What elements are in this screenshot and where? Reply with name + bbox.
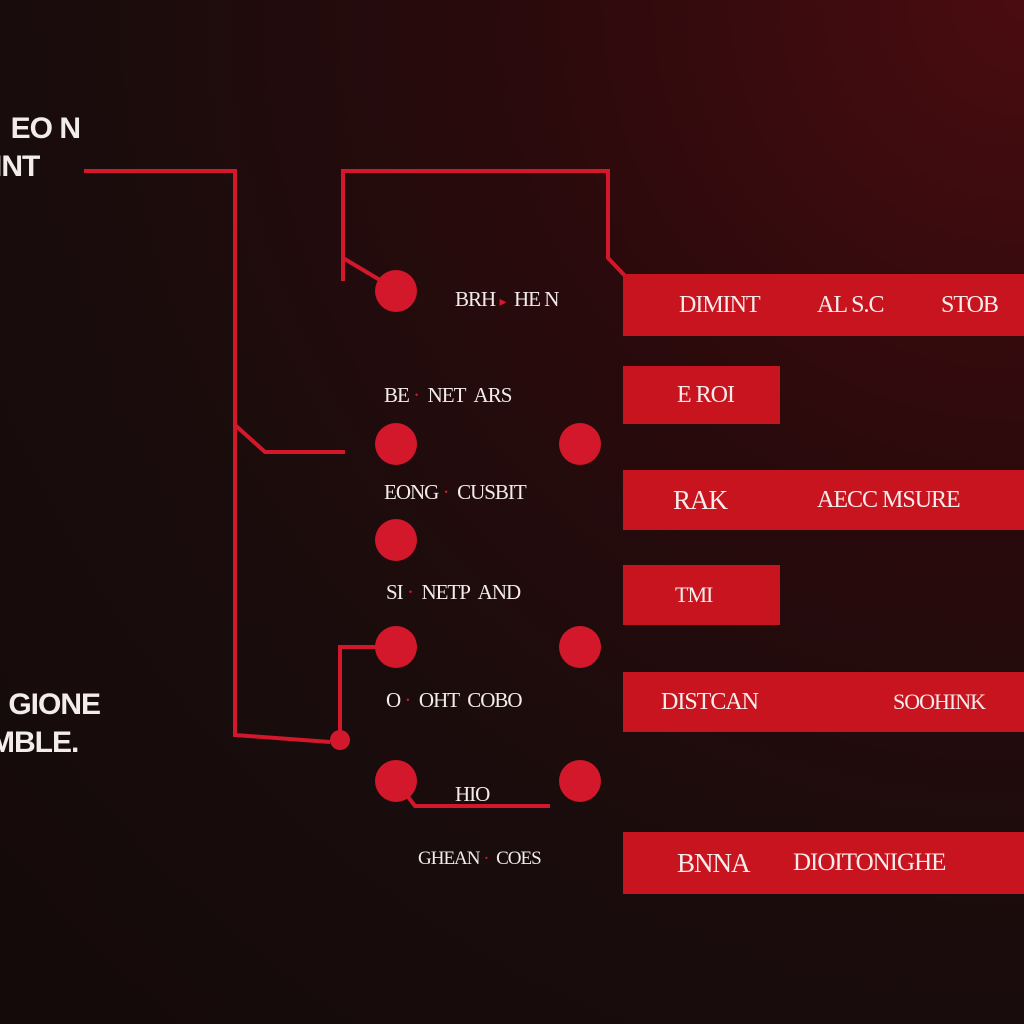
row-4-sep: ·: [406, 580, 414, 604]
row-5-label-c: COBO: [467, 688, 522, 712]
node-4a[interactable]: [375, 626, 417, 668]
row-4-labels: SI · NETP AND: [386, 580, 521, 605]
row-5-sep: ·: [404, 688, 411, 712]
bar-row-5-text-2: SOOHINK: [893, 689, 986, 714]
row-2-labels: BE · NET ARS: [384, 383, 513, 408]
row-2-label-b: NET: [427, 383, 466, 407]
row-4-label-b: NETP: [421, 580, 470, 604]
node-2a[interactable]: [375, 423, 417, 465]
bar-row-7-text-2: DIOITONIGHE: [793, 849, 946, 876]
row-3-sep: ·: [442, 480, 450, 504]
row-3-labels: EONG · CUSBIT: [384, 480, 527, 505]
node-1a[interactable]: [375, 270, 417, 312]
bar-row-2[interactable]: E ROI: [623, 366, 780, 424]
bar-row-4[interactable]: TMI: [623, 565, 780, 625]
row-4-label-a: SI: [386, 580, 404, 604]
row-7-label-b: COES: [496, 848, 542, 869]
side-label-top: EO N INT: [0, 110, 81, 186]
bar-row-1-text-2: AL S.C: [817, 291, 884, 318]
bar-row-1-text-3: STOB: [941, 291, 999, 318]
row-4-label-c: AND: [477, 580, 521, 604]
node-5a[interactable]: [375, 760, 417, 802]
bar-row-5[interactable]: DISTCAN SOOHINK: [623, 672, 1024, 732]
side-label-top-line1: EO N: [10, 112, 81, 145]
bar-row-3-text-2: AECC MSURE: [817, 486, 961, 513]
row-3-label-a: EONG: [384, 480, 439, 504]
row-1-sep: ▸: [499, 295, 506, 310]
row-7-label-a: GHEAN: [418, 848, 480, 869]
side-label-bottom-line2: MBLE.: [0, 726, 79, 759]
row-6-labels: HIO: [455, 782, 490, 807]
bar-row-1[interactable]: DIMINT AL S.C STOB: [623, 274, 1024, 336]
bar-row-2-text-1: E ROI: [677, 381, 735, 408]
side-label-bottom: GIONE MBLE.: [0, 686, 101, 762]
bar-row-7-text-1: BNNA: [677, 847, 751, 878]
row-1-label-c: N: [544, 287, 559, 311]
row-7-sep: ·: [483, 848, 489, 869]
bar-row-7[interactable]: BNNA DIOITONIGHE: [623, 832, 1024, 894]
side-label-bottom-line1: GIONE: [8, 688, 101, 721]
bar-row-5-text-1: DISTCAN: [661, 688, 759, 715]
node-4b[interactable]: [559, 626, 601, 668]
row-5-label-b: OHT: [418, 688, 460, 712]
row-1-label-a: BRH: [455, 287, 496, 311]
row-2-label-a: BE: [384, 383, 410, 407]
row-2-sep: ·: [413, 383, 420, 407]
bar-row-1-text-1: DIMINT: [679, 291, 761, 318]
node-5b[interactable]: [559, 760, 601, 802]
bar-row-4-text-1: TMI: [675, 582, 713, 607]
row-5-label-a: O: [386, 688, 401, 712]
row-1-label-b: HE: [513, 287, 541, 311]
bar-row-3-text-1: RAK: [673, 484, 728, 515]
side-label-top-line2: INT: [0, 150, 40, 183]
row-1-labels: BRH ▸ HE N: [455, 287, 559, 312]
row-3-label-b: CUSBIT: [457, 480, 527, 504]
node-3a[interactable]: [375, 519, 417, 561]
row-5-labels: O · OHT COBO: [386, 688, 523, 713]
bar-row-3[interactable]: RAK AECC MSURE: [623, 470, 1024, 530]
row-7-labels: GHEAN · COES: [418, 848, 542, 870]
node-2b[interactable]: [559, 423, 601, 465]
row-6-label-b: HIO: [455, 782, 490, 806]
row-2-label-c: ARS: [473, 383, 513, 407]
